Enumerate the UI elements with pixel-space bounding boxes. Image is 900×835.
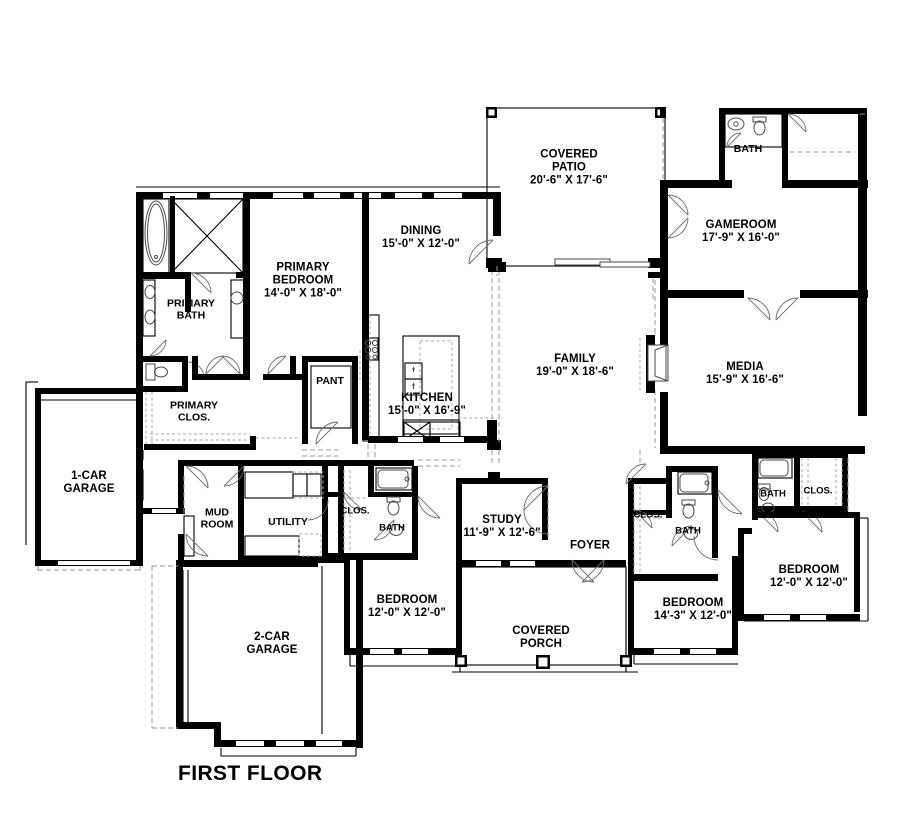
bedroom-right-walls: [738, 512, 869, 622]
bedroom-front-left-walls: [344, 560, 462, 667]
one-car-garage-walls: [25, 381, 185, 574]
mud-utility-walls: [178, 460, 348, 567]
bath-closet-bedroom-right: [752, 452, 849, 533]
right-wing-walls: [648, 108, 868, 454]
bedroom-front-right-walls: [628, 556, 738, 665]
family-room-walls: [487, 270, 669, 450]
pantry-walls: [296, 356, 358, 445]
foyer-porch-walls: [452, 559, 638, 673]
misc-outlines: [142, 113, 866, 460]
closet-bath-left-walls: [328, 450, 500, 560]
two-car-garage-walls: [151, 560, 363, 757]
study-walls: [456, 472, 549, 567]
kitchen-fixtures: [362, 314, 500, 444]
closet-bath-right-walls: [625, 450, 743, 581]
page-title: FIRST FLOOR: [178, 762, 323, 785]
